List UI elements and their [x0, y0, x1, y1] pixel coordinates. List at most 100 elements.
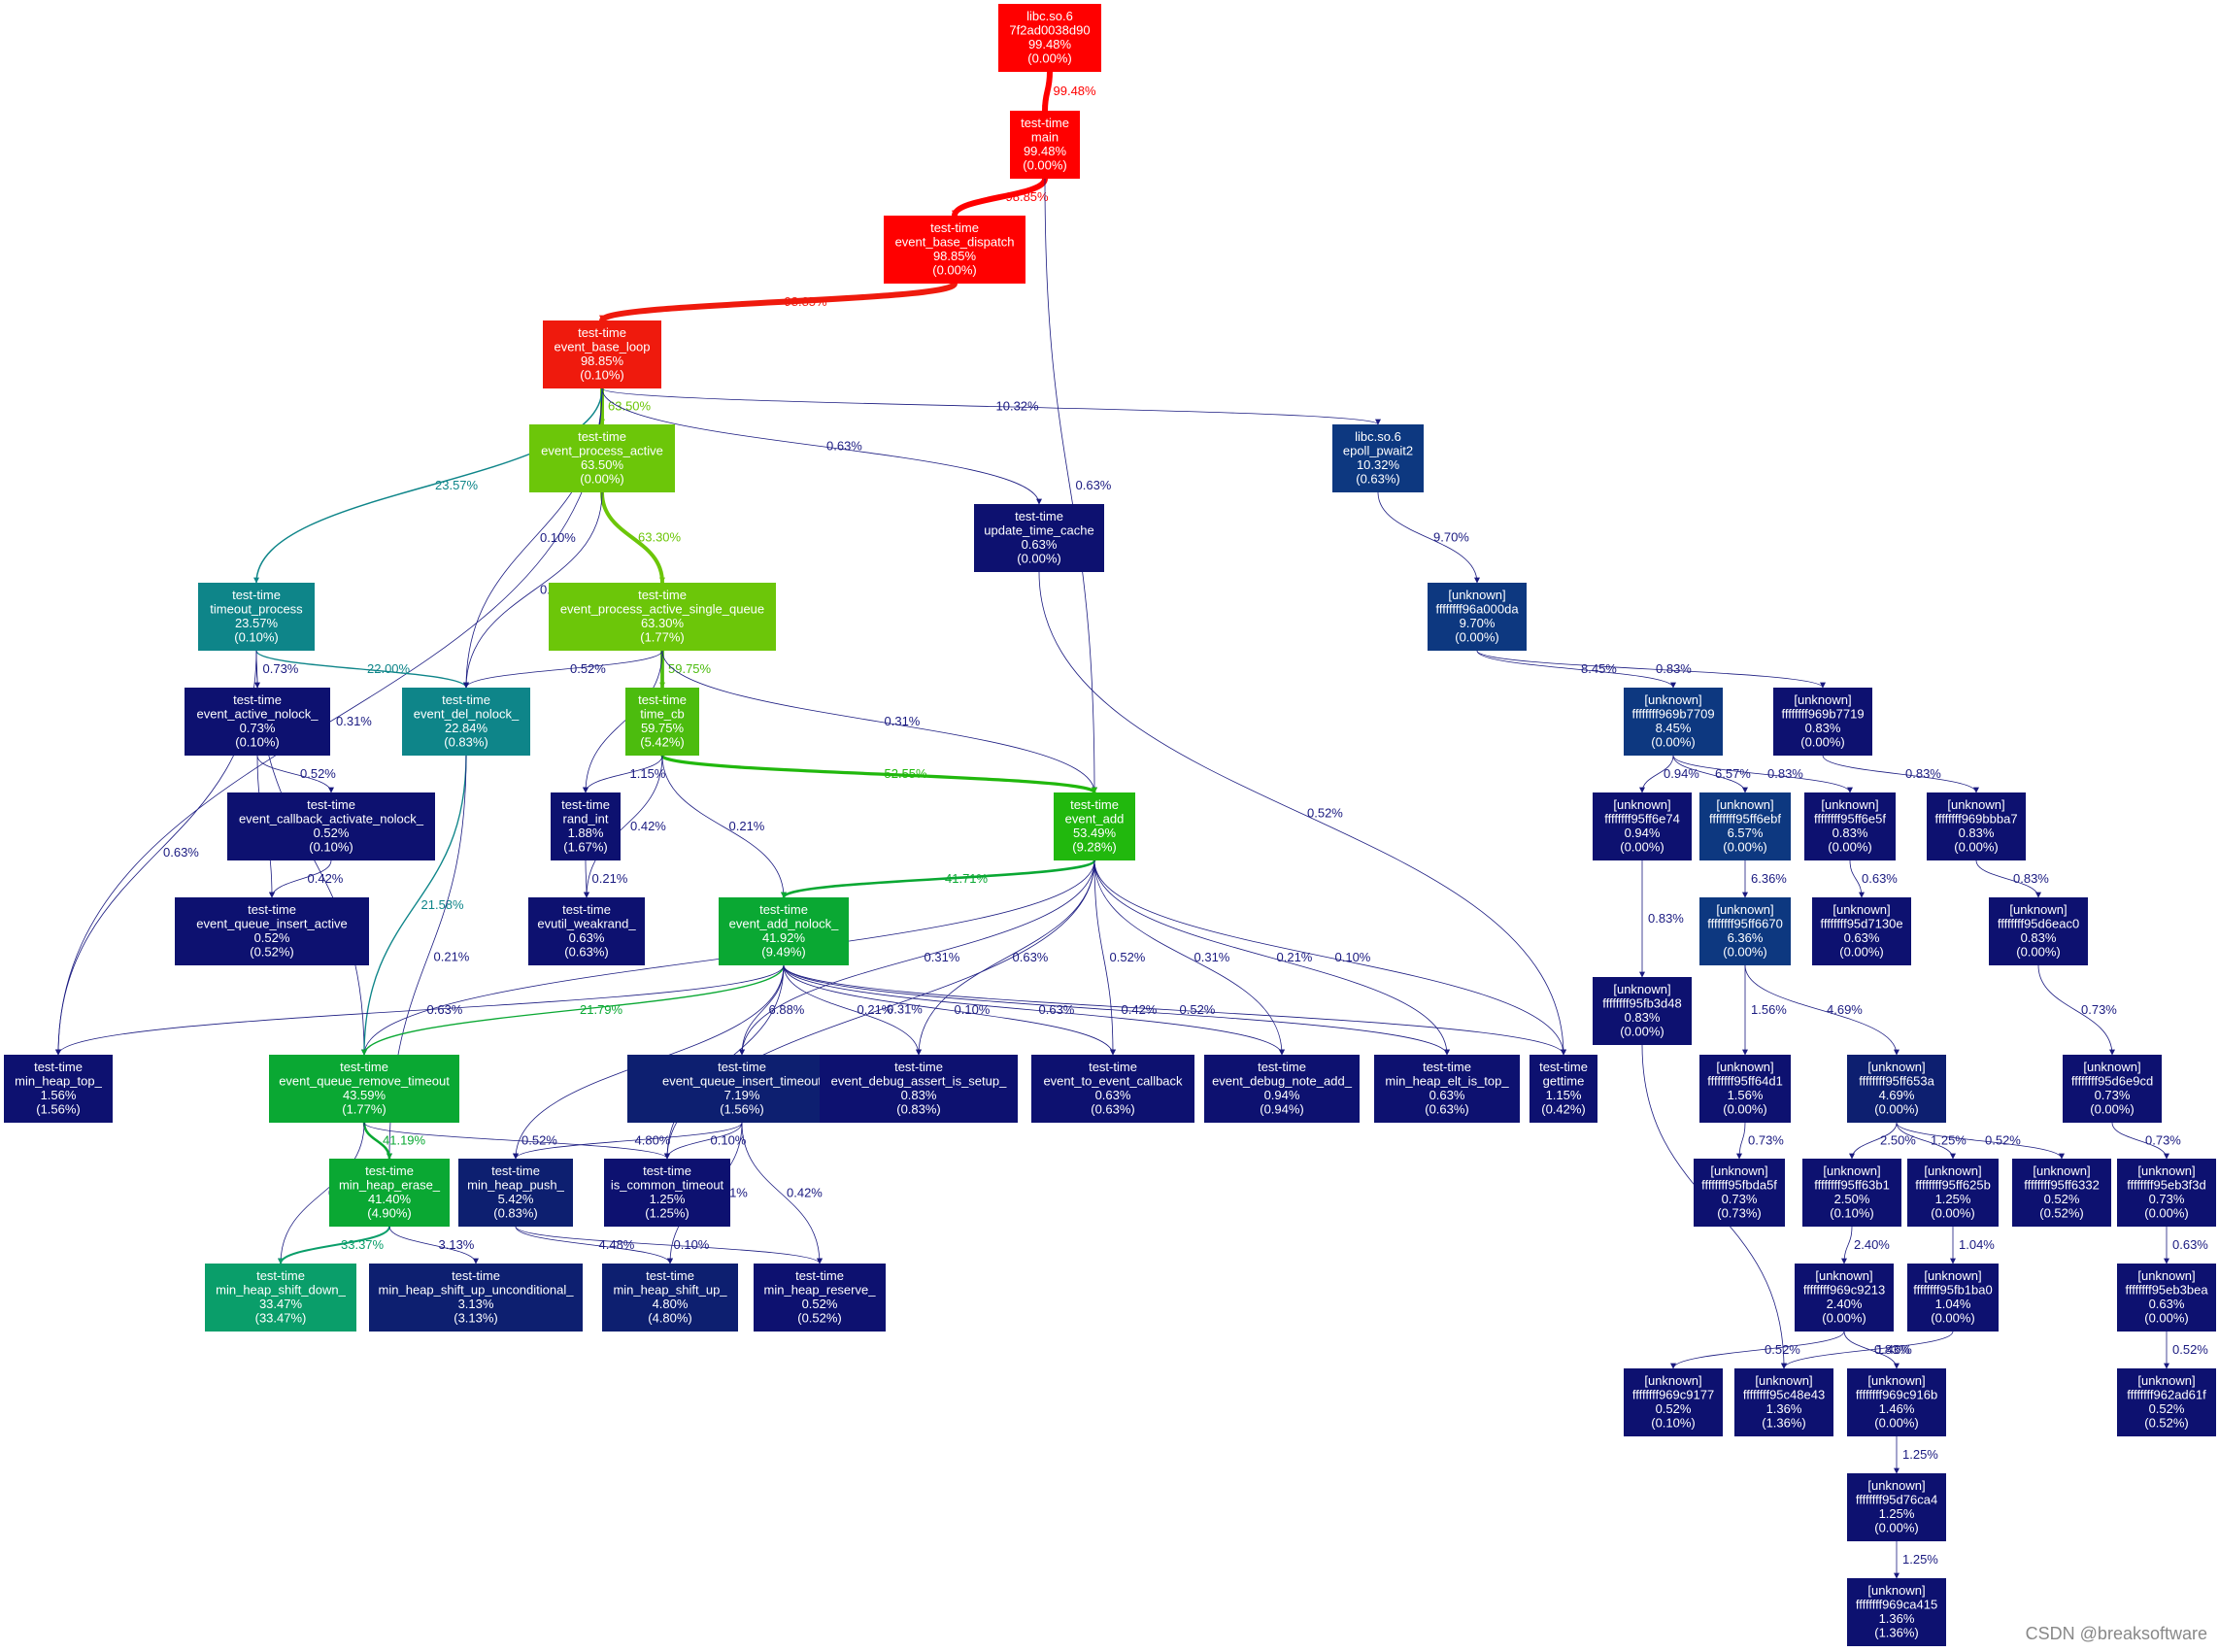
node-queue-insert-active[interactable]: test-timeevent_queue_insert_active0.52%(…	[175, 897, 369, 965]
edge-line	[583, 860, 589, 898]
edge-label: 0.21%	[434, 950, 470, 964]
node-line-2: 43.59%	[343, 1088, 387, 1102]
node-line-2: 0.63%	[2149, 1297, 2185, 1311]
node-line-2: 0.52%	[2149, 1401, 2185, 1416]
edge-u_969b7709-to-u_95ff6e74: 0.94%	[1639, 755, 1699, 793]
node-line-0: [unknown]	[1924, 1163, 1981, 1178]
node-debug-note[interactable]: test-timeevent_debug_note_add_0.94%(0.94…	[1204, 1055, 1360, 1123]
edge-label: 21.58%	[421, 897, 465, 912]
edge-line	[1093, 860, 1285, 1056]
node-line-2: 0.52%	[2044, 1192, 2080, 1206]
node-line-2: 41.92%	[762, 930, 806, 945]
node-single-queue[interactable]: test-timeevent_process_active_single_que…	[549, 583, 776, 651]
edge-label: 9.70%	[1433, 530, 1469, 545]
node-line-3: (0.94%)	[1260, 1102, 1304, 1117]
node-shift-down[interactable]: test-timemin_heap_shift_down_33.47%(33.4…	[205, 1264, 356, 1332]
edge-line	[1093, 860, 1566, 1056]
node-process-active[interactable]: test-timeevent_process_active63.50%(0.00…	[529, 424, 675, 492]
node-line-1: gettime	[1543, 1074, 1585, 1089]
node-box	[329, 1159, 450, 1227]
node-shift-up-uncond[interactable]: test-timemin_heap_shift_up_unconditional…	[369, 1264, 583, 1332]
node-insert-timeout[interactable]: test-timeevent_queue_insert_timeout7.19%…	[627, 1055, 857, 1123]
node-dispatch[interactable]: test-timeevent_base_dispatch98.85%(0.00%…	[884, 216, 1025, 284]
node-line-1: event_debug_note_add_	[1212, 1074, 1353, 1089]
edge-label: 99.48%	[1054, 84, 1097, 98]
node-remove-timeout[interactable]: test-timeevent_queue_remove_timeout43.59…	[269, 1055, 459, 1123]
node-line-0: test-time	[1070, 797, 1119, 812]
edge-line	[583, 755, 663, 793]
node-elt-is-top[interactable]: test-timemin_heap_elt_is_top_0.63%(0.63%…	[1374, 1055, 1520, 1123]
node-line-2: 98.85%	[581, 354, 624, 368]
node-line-1: event_active_nolock_	[196, 707, 319, 722]
node-box	[602, 1264, 738, 1332]
edge-loop-to-update_cache: 0.63%	[601, 388, 1042, 505]
edge-label: 0.73%	[1748, 1133, 1784, 1148]
node-line-1: min_heap_top_	[15, 1074, 102, 1089]
node-line-3: (4.90%)	[367, 1206, 412, 1221]
edge-line	[583, 650, 663, 793]
node-box	[719, 897, 849, 965]
edge-line	[600, 491, 665, 584]
node-line-0: test-time	[1539, 1060, 1588, 1074]
node-line-0: test-time	[1021, 116, 1069, 130]
edge-line	[1476, 650, 1826, 689]
edge-line	[1849, 1122, 1898, 1160]
edge-u_95ff6e74-to-u_95fb3d48: 0.83%	[1639, 860, 1684, 978]
node-debug-assert[interactable]: test-timeevent_debug_assert_is_setup_0.8…	[820, 1055, 1018, 1123]
node-line-0: [unknown]	[1947, 797, 2004, 812]
node-callback-activate[interactable]: test-timeevent_callback_activate_nolock_…	[227, 792, 435, 860]
node-box	[175, 897, 369, 965]
node-to-event-cb[interactable]: test-timeevent_to_event_callback0.63%(0.…	[1031, 1055, 1194, 1123]
node-line-0: test-time	[718, 1060, 766, 1074]
edge-label: 0.31%	[925, 950, 960, 964]
node-active-nolock[interactable]: test-timeevent_active_nolock_0.73%(0.10%…	[185, 688, 330, 756]
